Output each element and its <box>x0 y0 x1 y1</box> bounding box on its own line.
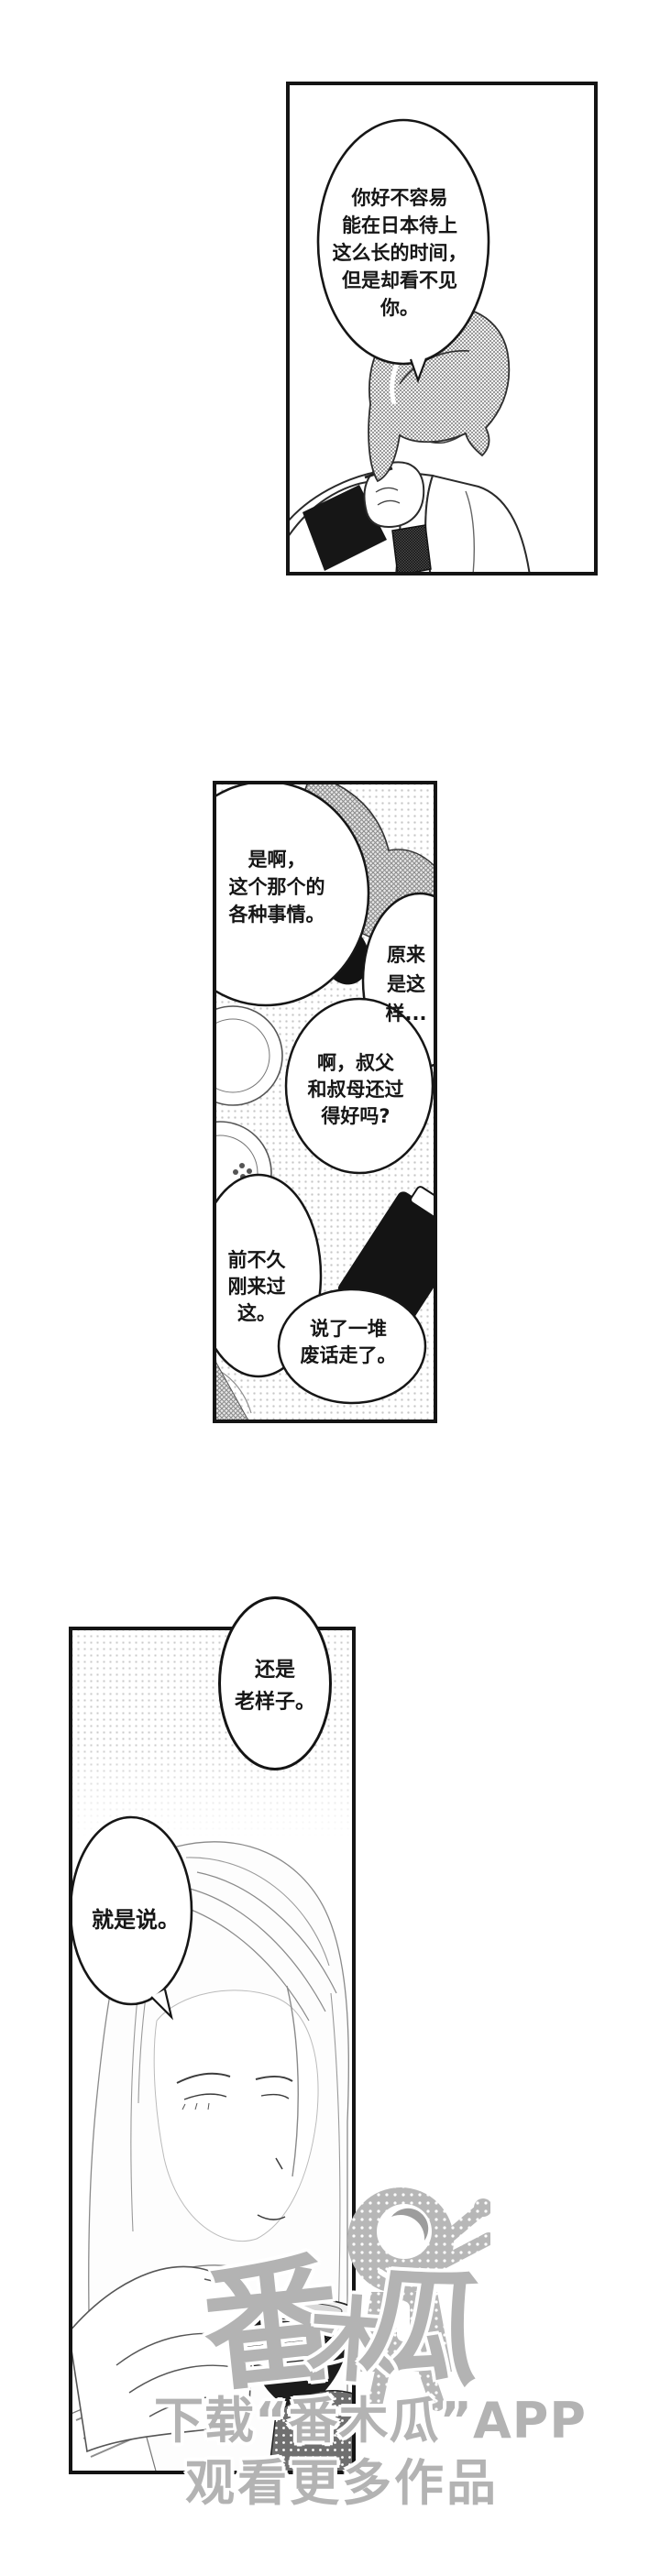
bubble-line: 这个那个的 <box>228 876 325 898</box>
bubble-line: 这么长的时间， <box>332 242 468 264</box>
panel1-bubble-shape <box>316 118 490 384</box>
speech-bubble-p2-a: 是啊， 这个那个的 各种事情。 <box>229 846 325 928</box>
speech-bubble-p2-b: 原来 是这 样... <box>386 940 427 1028</box>
speech-bubble-p2-e: 说了一堆 废话走了。 <box>301 1316 397 1369</box>
bubble-line: 废话走了。 <box>300 1344 397 1366</box>
bubble-line: 还是 <box>254 1659 296 1682</box>
bubble-line: 你好不容易 <box>351 187 448 209</box>
bubble-line: 得好吗? <box>321 1105 390 1127</box>
bubble-line: 各种事情。 <box>228 904 325 926</box>
bubble-line: 但是却看不见 <box>342 269 457 291</box>
bubble-line: 你。 <box>380 297 419 319</box>
bubble-line: 就是说。 <box>92 1907 180 1933</box>
panel2-bubble-shapes <box>216 784 434 1405</box>
bubble-line: 啊，叔父 <box>317 1052 394 1074</box>
bubble-line: 老样子。 <box>234 1691 316 1714</box>
panel-3: 就是说。 <box>69 1627 356 2474</box>
panel3-artwork <box>72 1815 352 2471</box>
speech-bubble-panel1: 你好不容易 能在日本待上 这么长的时间， 但是却看不见 你。 <box>333 184 468 322</box>
bubble-line: 是啊， <box>248 849 306 871</box>
bubble-line: 和叔母还过 <box>307 1079 404 1101</box>
panel-1: 你好不容易 能在日本待上 这么长的时间， 但是却看不见 你。 <box>286 82 598 575</box>
papaya-mascot-icon <box>347 2187 490 2413</box>
bubble-line: 前不久 <box>227 1249 286 1271</box>
bubble-line: 说了一堆 <box>310 1318 387 1340</box>
bubble-line: 这。 <box>237 1302 276 1324</box>
speech-bubble-p2-c: 啊，叔父 和叔母还过 得好吗? <box>308 1050 404 1130</box>
panel1-artwork <box>290 118 531 572</box>
speech-bubble-p3-a: 还是 老样子。 <box>218 1596 332 1770</box>
bubble-line: 刚来过 <box>227 1276 286 1298</box>
bubble-line: 样... <box>385 1003 427 1025</box>
bubble-line: 能在日本待上 <box>342 214 457 236</box>
tea-bowl <box>242 2297 352 2409</box>
panel3-bubble-shape <box>72 1815 193 2021</box>
bubble-line: 原来 <box>387 944 425 966</box>
speech-bubble-p2-d: 前不久 刚来过 这。 <box>228 1247 286 1327</box>
panel2-artwork <box>216 784 434 1420</box>
bubble-line: 是这 <box>387 973 425 995</box>
speech-bubble-p3-b: 就是说。 <box>92 1906 180 1934</box>
panel-2: 是啊， 这个那个的 各种事情。 原来 是这 样... 啊，叔父 和叔母还过 得好… <box>213 781 437 1423</box>
watermark-logo-char: 瓜 <box>352 2246 495 2406</box>
